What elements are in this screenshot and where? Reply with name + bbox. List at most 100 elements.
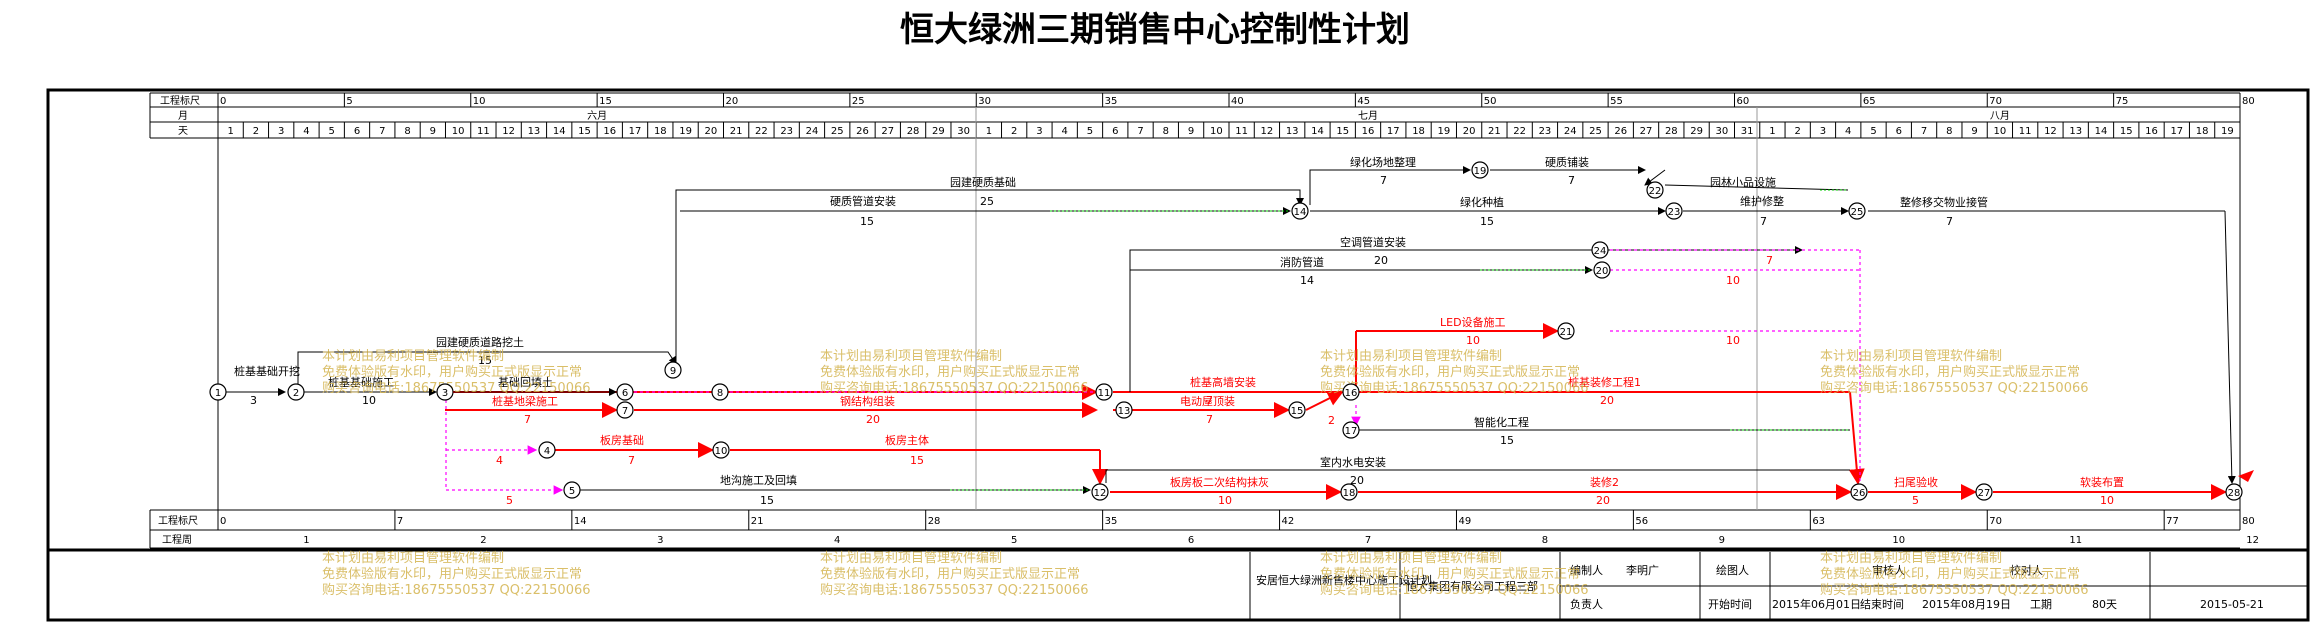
activity-label: 桩基地梁施工 bbox=[492, 394, 558, 408]
network-node-label: 3 bbox=[442, 388, 448, 399]
scale-tick-label: 49 bbox=[1458, 516, 1471, 527]
day-label: 24 bbox=[806, 126, 819, 137]
scale-tick-label: 50 bbox=[1484, 96, 1497, 107]
network-node bbox=[1557, 322, 1575, 340]
activity-duration: 20 bbox=[1596, 494, 1610, 507]
network-node bbox=[209, 383, 227, 401]
watermark-text: 本计划由易利项目管理软件编制 bbox=[322, 349, 504, 364]
day-label: 28 bbox=[1665, 126, 1678, 137]
activity-label: 钢结构组装 bbox=[840, 394, 895, 408]
watermark-text: 购买咨询电话:18675550537 QQ:22150066 bbox=[1820, 582, 2089, 598]
scale-tick-label: 77 bbox=[2166, 516, 2179, 527]
watermark-text: 购买咨询电话:18675550537 QQ:22150066 bbox=[322, 380, 591, 396]
network-node bbox=[1646, 181, 1664, 199]
day-label: 28 bbox=[907, 126, 920, 137]
day-label: 1 bbox=[986, 126, 992, 137]
network-node bbox=[1975, 483, 1993, 501]
start-date: 2015年06月01日 bbox=[1772, 597, 1861, 611]
activity-label: 桩基高墙安装 bbox=[1190, 375, 1256, 389]
day-label: 11 bbox=[477, 126, 490, 137]
month-label: 七月 bbox=[1358, 110, 1378, 122]
day-label: 26 bbox=[856, 126, 869, 137]
scale-tick-label: 7 bbox=[397, 516, 403, 527]
day-label: 15 bbox=[1336, 126, 1349, 137]
watermark-text: 本计划由易利项目管理软件编制 bbox=[1320, 551, 1502, 566]
network-node-label: 16 bbox=[1345, 388, 1358, 399]
scale-tick-label: 80 bbox=[2242, 96, 2255, 107]
activity-duration: 5 bbox=[1912, 494, 1919, 507]
watermark-text: 免费体验版有水印，用户购买正式版显示正常 bbox=[820, 566, 1080, 582]
activity-label: 整修移交物业接管 bbox=[1900, 195, 1988, 209]
network-node-label: 8 bbox=[717, 388, 723, 399]
activity-label: LED设备施工 bbox=[1440, 315, 1506, 329]
scale-row-label: 工程标尺 bbox=[160, 95, 200, 107]
week-label: 5 bbox=[1011, 535, 1017, 546]
activity-duration: 7 bbox=[524, 413, 531, 426]
end-label: 结束时间 bbox=[1860, 598, 1904, 611]
activity-label: 桩基基础开挖 bbox=[234, 364, 300, 378]
network-node-label: 20 bbox=[1596, 266, 1609, 277]
scale-tick-label: 0 bbox=[220, 516, 226, 527]
day-label: 11 bbox=[1235, 126, 1248, 137]
week-label: 9 bbox=[1719, 535, 1725, 546]
watermark-text: 免费体验版有水印，用户购买正式版显示正常 bbox=[820, 364, 1080, 380]
scale-tick-label: 40 bbox=[1231, 96, 1244, 107]
week-label: 4 bbox=[834, 535, 840, 546]
network-node bbox=[2225, 483, 2243, 501]
project-name: 安居恒大绿洲新售楼中心施工设计划 bbox=[1256, 573, 1432, 587]
activity-label: 基础回填土 bbox=[498, 375, 553, 389]
watermark-text: 购买咨询电话:18675550537 QQ:22150066 bbox=[322, 582, 591, 598]
watermark-text: 购买咨询电话:18675550537 QQ:22150066 bbox=[1820, 380, 2089, 396]
day-label: 31 bbox=[1741, 126, 1754, 137]
day-label: 19 bbox=[679, 126, 692, 137]
activity-duration: 20 bbox=[1350, 474, 1364, 487]
watermark-text: 本计划由易利项目管理软件编制 bbox=[1820, 551, 2002, 566]
activity-duration: 7 bbox=[1380, 174, 1387, 187]
activity-label: 板房板二次结构抹灰 bbox=[1170, 475, 1269, 489]
activity-label: 地沟施工及回填 bbox=[720, 473, 797, 487]
activity-label: 空调管道安装 bbox=[1340, 235, 1406, 249]
network-node bbox=[1342, 383, 1360, 401]
day-label: 16 bbox=[1362, 126, 1375, 137]
scale-tick-label: 15 bbox=[599, 96, 612, 107]
scale-tick-label: 55 bbox=[1610, 96, 1623, 107]
network-node-label: 12 bbox=[1094, 488, 1107, 499]
network-node bbox=[1591, 241, 1609, 259]
activity-duration: 7 bbox=[1568, 174, 1575, 187]
month-label: 八月 bbox=[1990, 110, 2010, 122]
day-label: 22 bbox=[1513, 126, 1526, 137]
activity-duration: 2 bbox=[1328, 414, 1335, 427]
day-label: 6 bbox=[1896, 126, 1902, 137]
network-node-label: 14 bbox=[1294, 207, 1307, 218]
day-label: 22 bbox=[755, 126, 768, 137]
activity-duration: 10 bbox=[1218, 494, 1232, 507]
print-date: 2015-05-21 bbox=[2200, 598, 2264, 611]
network-node bbox=[436, 383, 454, 401]
activity-duration: 15 bbox=[1480, 215, 1494, 228]
day-label: 3 bbox=[1820, 126, 1826, 137]
activity-label: 园林小品设施 bbox=[1710, 175, 1776, 189]
day-label: 30 bbox=[957, 126, 970, 137]
watermark-text: 购买咨询电话:18675550537 QQ:22150066 bbox=[1320, 380, 1589, 396]
scale-tick-label: 70 bbox=[1989, 96, 2002, 107]
day-label: 6 bbox=[354, 126, 360, 137]
scale-tick-label: 45 bbox=[1357, 96, 1370, 107]
watermark-text: 本计划由易利项目管理软件编制 bbox=[820, 551, 1002, 566]
network-node bbox=[1471, 161, 1489, 179]
day-label: 26 bbox=[1614, 126, 1627, 137]
day-label: 10 bbox=[452, 126, 465, 137]
activity-label: 硬质管道安装 bbox=[830, 194, 896, 208]
day-label: 25 bbox=[1589, 126, 1602, 137]
day-label: 20 bbox=[704, 126, 717, 137]
day-label: 9 bbox=[430, 126, 436, 137]
scale-row-label: 工程周 bbox=[162, 534, 192, 546]
network-node bbox=[664, 361, 682, 379]
week-label: 8 bbox=[1542, 535, 1548, 546]
day-label: 14 bbox=[1311, 126, 1324, 137]
activity-duration: 14 bbox=[1300, 274, 1314, 287]
scale-tick-label: 65 bbox=[1863, 96, 1876, 107]
week-label: 10 bbox=[1892, 535, 1905, 546]
day-label: 23 bbox=[780, 126, 793, 137]
drawer-label: 绘图人 bbox=[1716, 563, 1749, 577]
